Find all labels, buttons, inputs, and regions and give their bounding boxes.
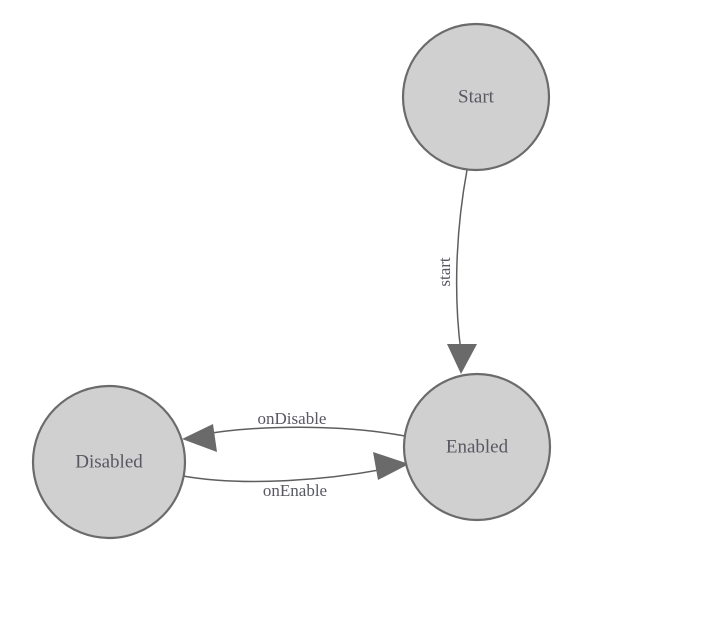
edge-label-onenable: onEnable: [263, 481, 327, 500]
edge-disabled-to-enabled[interactable]: [182, 452, 409, 483]
edge-path-disabled-to-enabled: [182, 467, 391, 483]
arrowhead-enabled-to-disabled: [182, 424, 217, 452]
arrowhead-disabled-to-enabled: [373, 452, 409, 480]
edge-path-start-to-enabled: [455, 169, 468, 353]
state-node-enabled[interactable]: Enabled: [402, 372, 552, 522]
state-node-disabled[interactable]: Disabled: [31, 384, 187, 540]
edge-label-ondisable: onDisable: [258, 409, 327, 428]
edge-label-start: start: [435, 257, 454, 287]
state-node-disabled-circle: [31, 384, 187, 540]
edge-enabled-to-disabled[interactable]: [182, 424, 406, 452]
state-node-start-circle: [401, 22, 551, 172]
arrowhead-start-to-enabled: [447, 344, 477, 374]
edge-start-to-enabled[interactable]: [447, 169, 477, 374]
edge-path-enabled-to-disabled: [199, 426, 406, 437]
state-node-enabled-circle: [402, 372, 552, 522]
state-node-start[interactable]: Start: [401, 22, 551, 172]
